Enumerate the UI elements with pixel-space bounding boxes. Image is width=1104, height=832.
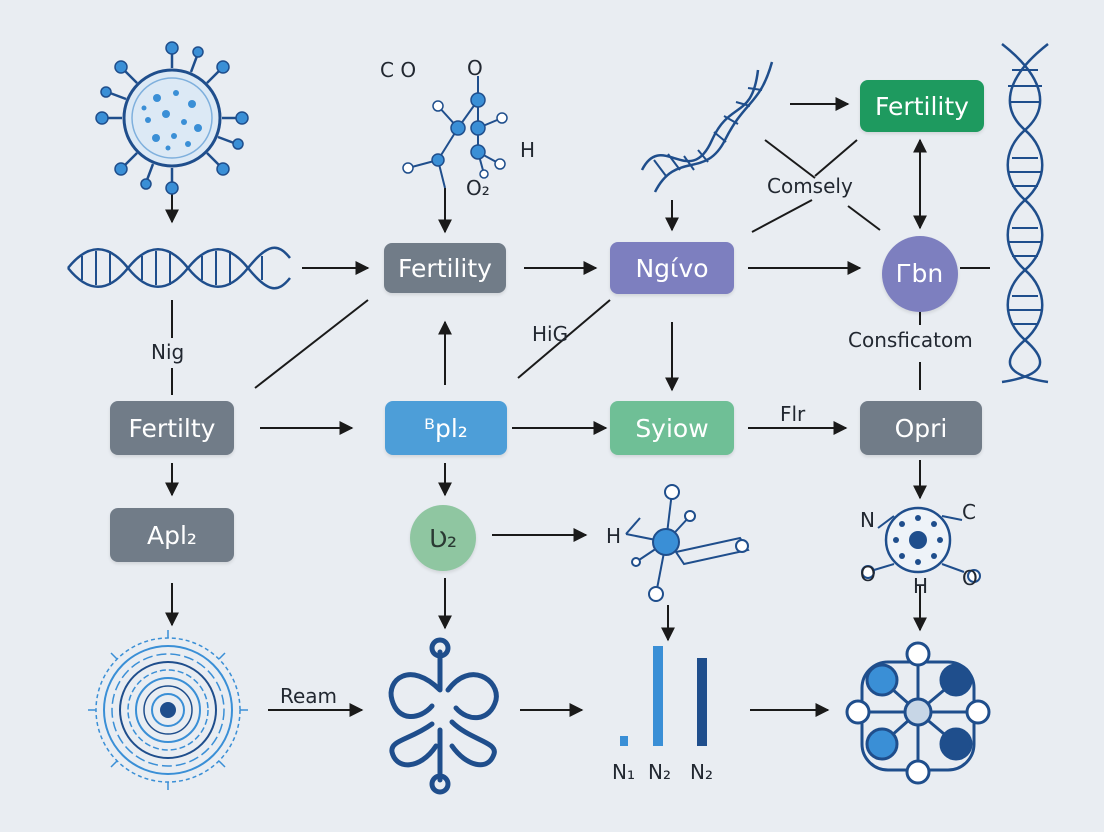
label-o-right-left: O [860, 562, 876, 586]
label-c-right: C [962, 500, 976, 524]
cell-atom-icon [861, 506, 981, 583]
label-flr: Flr [780, 402, 806, 426]
label-consficatom: Consficatom [848, 328, 973, 352]
line-cross-a [764, 139, 816, 179]
dna-helix-horizontal-icon [67, 246, 291, 290]
line-fertilty-to-fertility [254, 299, 369, 389]
node-opri: Opri [860, 401, 982, 455]
node-fertilty-left: Fertilty [110, 401, 234, 455]
label-nig: Nig [151, 340, 185, 364]
dna-helix-vertical-icon [1001, 43, 1049, 384]
bar-2 [653, 646, 663, 746]
node-v2: Ʋ₂ [410, 505, 476, 571]
molecule-icon [402, 76, 508, 189]
bar-label-n2b: N₂ [690, 760, 713, 784]
spiral-cell-icon [88, 630, 248, 790]
label-h-mol: H [606, 524, 622, 548]
node-bn: Ꮁbn [882, 236, 958, 312]
label-h-right: H [913, 574, 929, 598]
label-comsely: Comsely [767, 174, 853, 198]
molecule-network-small-icon [625, 484, 750, 602]
label-hig: HiG [532, 322, 569, 346]
virus-icon [95, 41, 249, 195]
node-apl2: Apl₂ [110, 508, 234, 562]
bar-3 [697, 658, 707, 746]
node-bpl2: ᴮpl₂ [385, 401, 507, 455]
node-fertility-top-right: Fertility [860, 80, 984, 132]
node-ngivo: Ngίvo [610, 242, 734, 294]
knot-molecule-icon [388, 637, 499, 795]
label-o2: O₂ [466, 176, 490, 200]
label-ream: Ream [280, 684, 338, 708]
bar-label-n1: N₁ [612, 760, 635, 784]
bar-label-n2a: N₂ [648, 760, 671, 784]
line-cross-d [847, 205, 881, 231]
network-molecule-icon [845, 641, 991, 785]
label-c-o: C O [380, 58, 417, 82]
line-bpl2-to-ngivo [517, 299, 611, 379]
node-syiow: Syiow [610, 401, 734, 455]
bar-chart [620, 646, 707, 746]
label-n-right: N [860, 508, 875, 532]
node-fertility-top-center: Fertility [384, 243, 506, 293]
bar-1 [620, 736, 628, 746]
line-cross-b [814, 139, 858, 177]
label-o-top: O [467, 56, 483, 80]
line-cross-c [751, 199, 813, 233]
dna-helix-diagonal-icon [640, 61, 774, 193]
label-h-top: H [520, 138, 536, 162]
label-o-right-right: O [962, 566, 978, 590]
